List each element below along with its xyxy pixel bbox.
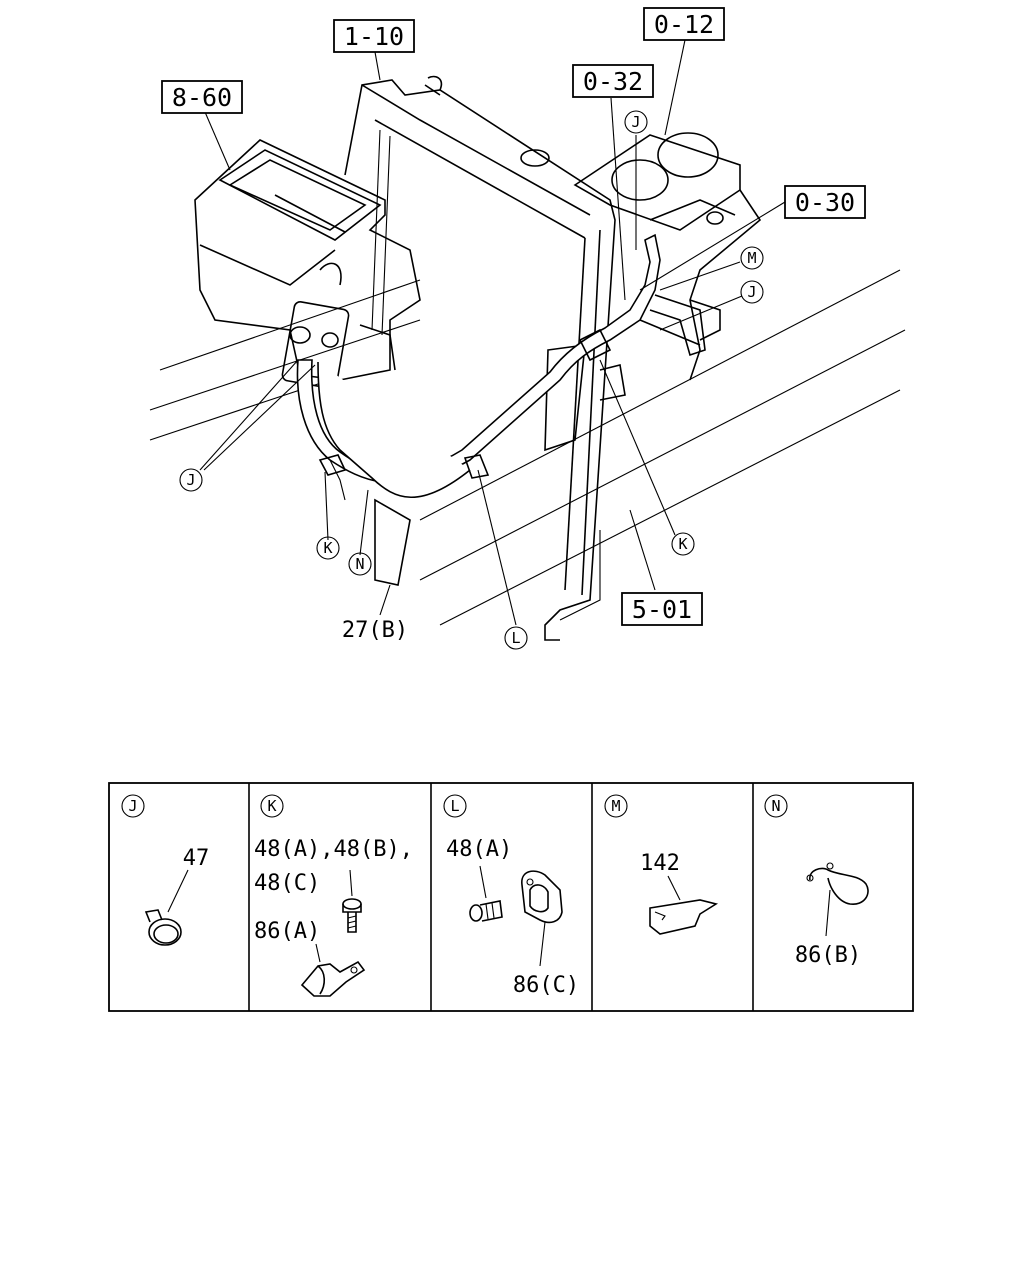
heater-hoses xyxy=(296,233,706,586)
bracket-icon xyxy=(521,870,563,924)
part-number: 48(A) xyxy=(446,837,512,862)
wire-clip-icon xyxy=(806,862,869,905)
detail-panel-n: N 86(B) xyxy=(764,794,869,968)
bolt-icon xyxy=(342,898,362,933)
ref-box-label: 0-30 xyxy=(795,188,855,217)
callout-j-right: J xyxy=(740,280,764,304)
svg-text:K: K xyxy=(678,535,687,553)
callout-m: M xyxy=(740,246,764,270)
svg-text:N: N xyxy=(355,555,364,573)
ref-box-0-32[interactable]: 0-32 xyxy=(572,64,654,98)
hose-part-label: 27(B) xyxy=(342,618,408,643)
part-number: 48(C) xyxy=(254,871,320,896)
hose-clamp-icon xyxy=(144,909,182,946)
ref-box-1-10[interactable]: 1-10 xyxy=(333,19,415,53)
callout-k-left: K xyxy=(316,536,340,560)
ref-box-5-01[interactable]: 5-01 xyxy=(621,592,703,626)
callout-k-right: K xyxy=(671,532,695,556)
ref-box-0-12[interactable]: 0-12 xyxy=(643,7,725,41)
clip-icon xyxy=(300,960,366,997)
svg-text:J: J xyxy=(631,113,640,131)
ref-box-0-30[interactable]: 0-30 xyxy=(784,185,866,219)
clamp-plate-icon xyxy=(649,899,719,935)
callout-n: N xyxy=(348,552,372,576)
bolt-icon xyxy=(469,900,503,922)
panel-letter: N xyxy=(771,797,780,815)
part-number: 86(B) xyxy=(795,943,861,968)
heater-unit xyxy=(194,139,421,390)
callout-l: L xyxy=(504,626,528,650)
main-illustration: 1-10 0-12 8-60 0-32 0-30 5-01 27(B) J xyxy=(149,7,906,650)
detail-panel-k: K 48(A),48(B), 48(C) 86(A) xyxy=(254,794,413,997)
ref-box-8-60[interactable]: 8-60 xyxy=(161,80,243,114)
detail-panel-j: J 47 xyxy=(121,794,210,946)
callout-j-top: J xyxy=(624,110,648,134)
detail-panel-l: L 48(A) 86(C) xyxy=(443,794,579,998)
radiator xyxy=(344,75,616,641)
part-number: 86(C) xyxy=(513,973,579,998)
ref-box-label: 0-12 xyxy=(654,10,714,39)
svg-text:J: J xyxy=(747,283,756,301)
ref-box-label: 5-01 xyxy=(632,595,692,624)
leader-lines xyxy=(199,39,786,626)
svg-text:J: J xyxy=(186,471,195,489)
ref-box-label: 0-32 xyxy=(583,67,643,96)
svg-text:K: K xyxy=(323,539,332,557)
part-number: 142 xyxy=(640,851,680,876)
callout-j-left: J xyxy=(179,468,203,492)
svg-text:L: L xyxy=(511,629,520,647)
panel-letter: L xyxy=(450,797,459,815)
panel-letter: J xyxy=(128,797,137,815)
detail-table: J 47 K 48(A),48(B), 48(C) 86(A) xyxy=(108,782,914,1012)
panel-letter: K xyxy=(267,797,276,815)
svg-text:M: M xyxy=(747,249,756,267)
engine-block xyxy=(573,132,762,401)
chassis-frame xyxy=(149,269,906,626)
part-number: 47 xyxy=(183,846,210,871)
part-number: 48(A),48(B), xyxy=(254,837,413,862)
detail-panel-m: M 142 xyxy=(604,794,719,935)
ref-box-label: 1-10 xyxy=(344,22,404,51)
ref-box-label: 8-60 xyxy=(172,83,232,112)
part-number: 86(A) xyxy=(254,919,320,944)
panel-letter: M xyxy=(611,797,620,815)
